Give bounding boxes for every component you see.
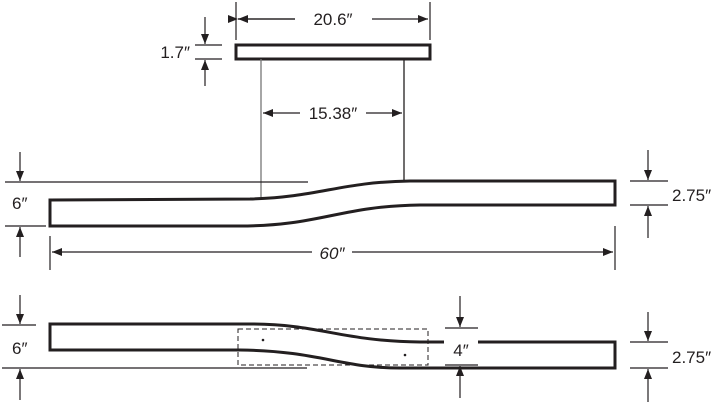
fixture-side-outline [48, 179, 617, 228]
cable-spacing-label: 15.38″ [309, 104, 358, 123]
canopy-height-label: 1.7″ [160, 43, 190, 62]
top-depth-label: 6″ [12, 339, 27, 358]
side-view: 6″ 2.75″ 60″ [5, 150, 711, 270]
fixture-top-outline [48, 322, 617, 370]
canopy-footprint [237, 328, 429, 366]
suspension-cables: 15.38″ [260, 59, 405, 197]
length-label: 60″ [320, 244, 346, 263]
canopy-offset-label: 4″ [453, 341, 468, 360]
canopy-width-label: 20.6″ [313, 10, 352, 29]
canopy-outline [234, 43, 432, 61]
mount-point [403, 353, 407, 357]
side-height-label: 6″ [12, 194, 27, 213]
side-end-height-label: 2.75″ [672, 186, 711, 205]
top-view: 6″ 4″ 2.75″ [2, 295, 711, 402]
mount-point [261, 338, 265, 342]
top-end-depth-label: 2.75″ [672, 348, 711, 367]
canopy: 20.6″ 1.7″ [160, 2, 432, 86]
